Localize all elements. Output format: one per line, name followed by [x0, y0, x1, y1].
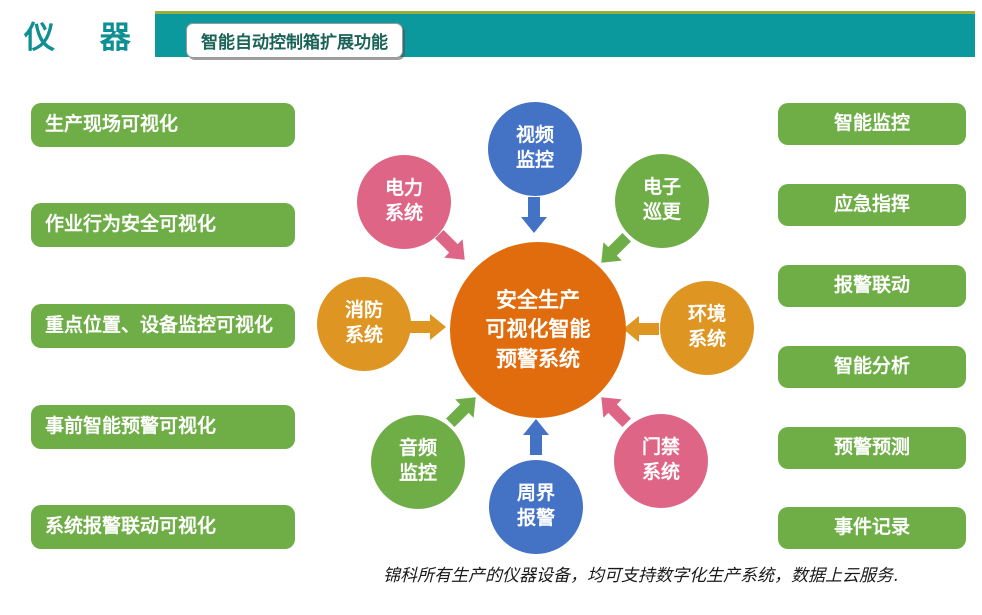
arrow-fire-to-hub	[410, 314, 446, 340]
footer-note: 锦科所有生产的仪器设备，均可支持数字化生产系统，数据上云服务.	[383, 566, 899, 586]
satellite-video-surveillance: 视频 监控	[488, 102, 582, 196]
right-item-smart-monitoring: 智能监控	[778, 103, 966, 145]
satellite-fire-system: 消防 系统	[317, 277, 411, 371]
right-item-emergency-command: 应急指挥	[778, 184, 966, 226]
satellite-perimeter-alarm: 周界 报警	[489, 460, 583, 554]
arrow-power-to-hub	[435, 230, 465, 260]
left-item-alarm-linkage: 系统报警联动可视化	[31, 505, 295, 549]
right-item-alarm-linkage: 报警联动	[778, 265, 966, 307]
arrow-patrol-to-hub	[601, 233, 631, 263]
left-item-production-site: 生产现场可视化	[31, 103, 295, 147]
header-banner: 智能自动控制箱扩展功能	[155, 11, 975, 58]
arrow-environment-to-hub	[623, 316, 659, 342]
satellite-access-control: 门禁 系统	[614, 414, 708, 508]
satellite-environment-system: 环境 系统	[660, 281, 754, 375]
hub-safety-warning-system: 安全生产 可视化智能 预警系统	[450, 242, 626, 418]
satellite-electronic-patrol: 电子 巡更	[615, 154, 709, 248]
left-item-work-behavior: 作业行为安全可视化	[31, 203, 295, 247]
satellite-audio-monitoring: 音频 监控	[371, 415, 465, 509]
arrow-perimeter-to-hub	[523, 419, 549, 455]
arrow-video-to-hub	[521, 197, 547, 233]
banner-label: 智能自动控制箱扩展功能	[186, 23, 403, 58]
arrow-access-to-hub	[601, 397, 631, 427]
brand-title: 仪 器	[24, 20, 132, 55]
right-item-event-record: 事件记录	[778, 507, 966, 549]
arrow-audio-to-hub	[446, 397, 476, 427]
left-item-pre-warning: 事前智能预警可视化	[31, 405, 295, 449]
right-item-smart-analysis: 智能分析	[778, 346, 966, 388]
satellite-power-system: 电力 系统	[357, 155, 451, 249]
right-item-warning-prediction: 预警预测	[778, 427, 966, 469]
left-item-key-locations: 重点位置、设备监控可视化	[31, 304, 295, 348]
